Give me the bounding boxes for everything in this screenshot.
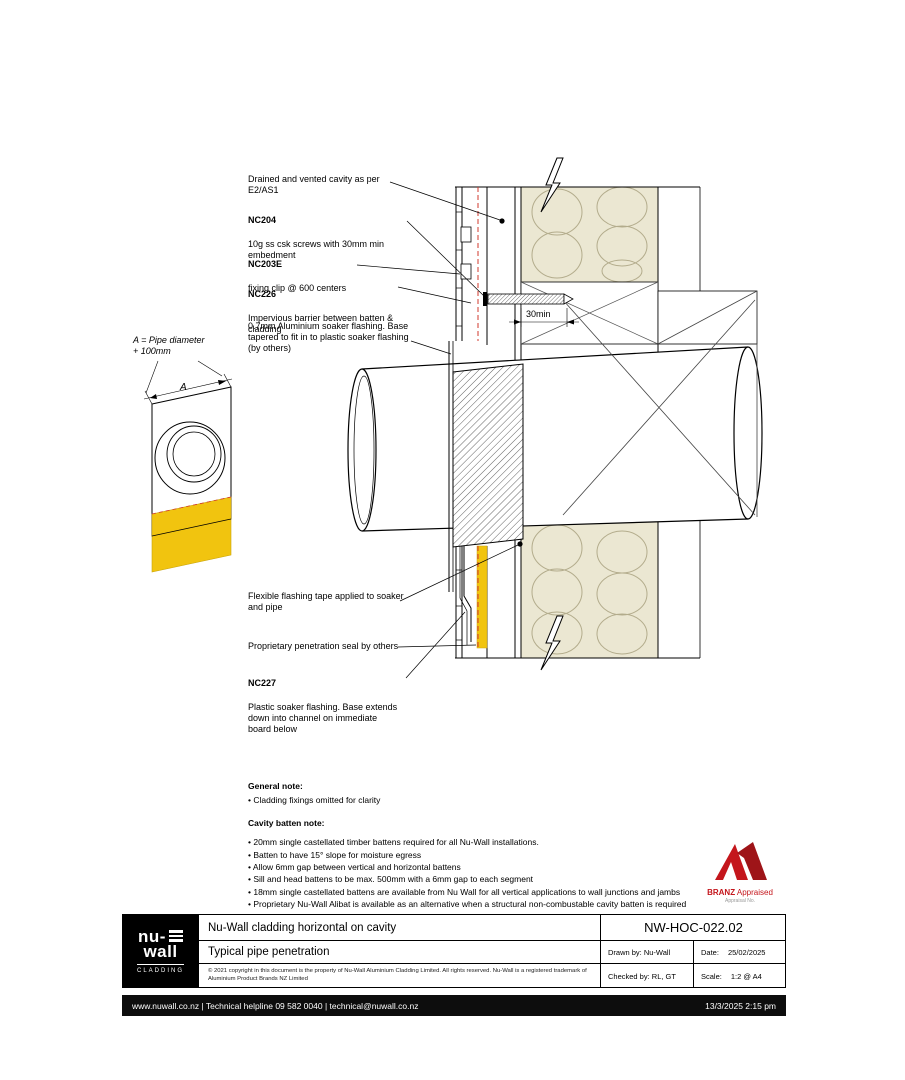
- annotation-cavity: Drained and vented cavity as per E2/AS1: [248, 174, 380, 195]
- batten-note-item: • Allow 6mm gap between vertical and hor…: [248, 861, 461, 872]
- drawing-title: Typical pipe penetration: [208, 946, 330, 958]
- annotation-pipe-diameter: A = Pipe diameter + 100mm: [133, 335, 205, 356]
- aluminium-soaker-plate: [448, 341, 524, 592]
- date-value: 25/02/2025: [727, 947, 766, 957]
- branz-tag: Appraised: [736, 888, 773, 897]
- section-cut-edges: [455, 186, 700, 659]
- annotation-penetration-seal: Proprietary penetration seal by others: [248, 641, 399, 651]
- branz-appraisal-no: Appraisal No.: [724, 898, 755, 904]
- branz-appraised-logo: BRANZ Appraised Appraisal No.: [696, 840, 784, 904]
- batten-note-item: • 18mm single castellated battens are av…: [248, 886, 681, 897]
- nuwall-logo-tagline: CLADDING: [136, 963, 184, 974]
- annotation-nc204: NC204 10g ss csk screws with 30mm min em…: [248, 204, 423, 272]
- annotation-nc227: NC227 Plastic soaker flashing. Base exte…: [248, 667, 423, 746]
- annotation-nc226-code: NC226: [248, 288, 277, 299]
- annotation-nc203e-code: NC203E: [248, 258, 283, 269]
- cladding-profile-ticks: [456, 211, 462, 641]
- annotation-nc227-text: Plastic soaker flashing. Base extends do…: [248, 701, 398, 734]
- nuwall-logo-line1: nu-: [138, 926, 166, 946]
- detail-drawing: 30min: [143, 157, 763, 679]
- leader-dot-cavity: [499, 218, 505, 224]
- annotation-nc204-text: 10g ss csk screws with 30mm min embedmen…: [248, 238, 385, 260]
- copyright-text: © 2021 copyright in this document is the…: [208, 968, 587, 982]
- break-symbol-bottom: [540, 615, 564, 671]
- drawing-series-title: Nu-Wall cladding horizontal on cavity: [208, 921, 397, 934]
- csk-screw: [483, 292, 574, 306]
- scale-label: Scale:: [701, 971, 722, 981]
- drawing-number: NW-HOC-022.02: [644, 920, 743, 935]
- date-label: Date:: [701, 947, 719, 957]
- fixing-clips: [460, 226, 472, 280]
- scale-cell: Scale: 1:2 @ A4: [694, 964, 786, 988]
- break-symbol-top: [540, 157, 564, 213]
- general-note-title: General note:: [248, 781, 303, 791]
- annotation-nc227-code: NC227: [248, 677, 277, 688]
- nuwall-logo-bars: [168, 930, 183, 942]
- dim-30min-label: 30min: [526, 309, 551, 319]
- drawn-by-cell: Drawn by: Nu-Wall: [601, 941, 694, 963]
- title-block: nu- wall CLADDING Nu-Wall cladding horiz…: [122, 914, 786, 988]
- branz-name: BRANZ: [707, 888, 736, 897]
- insulation-top: [521, 186, 658, 283]
- title-block-middle: Nu-Wall cladding horizontal on cavity Ty…: [198, 915, 601, 987]
- annotation-flashing-tape: Flexible flashing tape applied to soaker…: [248, 591, 404, 612]
- annotation-nc203e: NC203E fixing clip @ 600 centers: [248, 248, 423, 305]
- scale-value: 1:2 @ A4: [730, 971, 762, 981]
- pipe: [347, 346, 763, 532]
- batten-note-item: • Sill and head battens to be max. 500mm…: [248, 874, 534, 885]
- nuwall-logo: nu- wall CLADDING: [123, 915, 198, 987]
- dimension-30min: 30min: [509, 308, 579, 327]
- annotation-alu-soaker: 0.7mm Aluminium soaker flashing. Base ta…: [248, 321, 409, 353]
- annotation-nc204-code: NC204: [248, 214, 277, 225]
- footer-datetime: 13/3/2025 2:15 pm: [705, 1000, 776, 1011]
- dim-a-label: A: [179, 382, 187, 393]
- cavity-batten-note-title: Cavity batten note:: [248, 818, 325, 829]
- batten-note-item: • Proprietary Nu-Wall Alibat is availabl…: [248, 899, 687, 909]
- timber-blocking: [520, 281, 659, 345]
- annotation-nc226: NC226 Impervious barrier between batten …: [248, 278, 423, 346]
- batten-note-item: • Batten to have 15° slope for moisture …: [248, 849, 422, 860]
- penetration-seal-tape: [476, 545, 488, 649]
- framed-opening-cross: [562, 290, 758, 517]
- leader-dot-tape: [517, 541, 523, 547]
- notes-section: General note: • Cladding fixings omitted…: [248, 781, 793, 911]
- branz-logo-icon: [715, 842, 767, 880]
- footer-contact-text: www.nuwall.co.nz | Technical helpline 09…: [132, 1000, 419, 1011]
- checked-by-cell: Checked by: RL, GT: [601, 964, 694, 988]
- batten-note-item: • 20mm single castellated timber battens…: [248, 837, 539, 848]
- footer-bar: www.nuwall.co.nz | Technical helpline 09…: [122, 995, 786, 1016]
- insulation-bottom: [521, 522, 658, 658]
- annotation-nc203e-text: fixing clip @ 600 centers: [248, 282, 347, 293]
- leader-lines: [356, 181, 519, 679]
- date-cell: Date: 25/02/2025: [694, 941, 786, 963]
- nuwall-logo-line2: wall: [143, 941, 178, 961]
- general-note-item: • Cladding fixings omitted for clarity: [248, 794, 381, 805]
- pipe-end-detail: A: [143, 360, 233, 573]
- annotation-nc226-text: Impervious barrier between batten & clad…: [248, 312, 394, 334]
- title-block-right: NW-HOC-022.02 Drawn by: Nu-Wall Date: 25…: [601, 915, 786, 988]
